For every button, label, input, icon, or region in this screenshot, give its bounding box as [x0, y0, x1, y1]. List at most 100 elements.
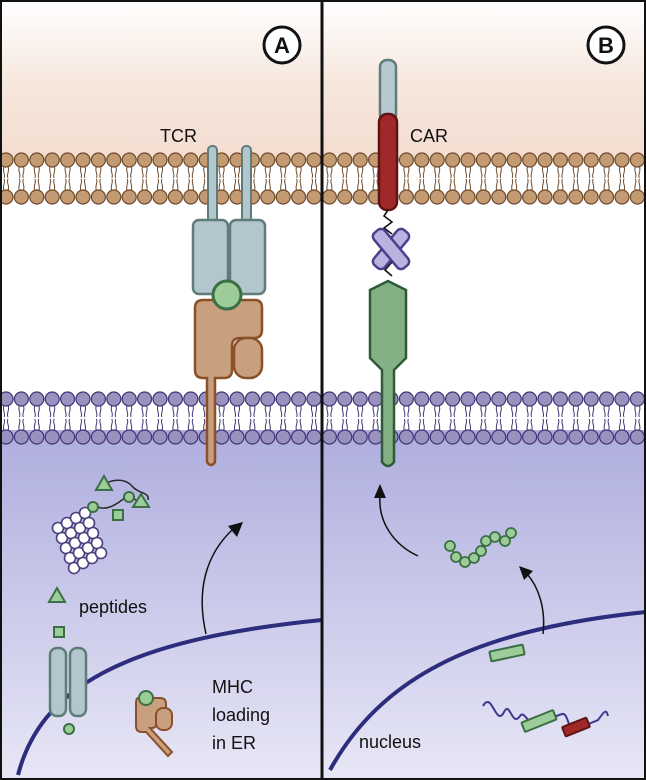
- amino-acid-bead: [450, 551, 462, 563]
- lipid-tail: [588, 404, 595, 418]
- lipid-head: [445, 152, 461, 168]
- lipid-head: [614, 189, 630, 205]
- lipid-tail: [310, 404, 318, 418]
- lipid-tail: [403, 404, 410, 418]
- car-protein-chain-icon: [444, 527, 517, 568]
- lipid-tail: [156, 404, 164, 418]
- lipid-tail: [264, 178, 271, 192]
- lipid-tail: [357, 418, 364, 432]
- lipid-tail: [172, 404, 179, 418]
- lipid-tail: [403, 165, 410, 179]
- lipid-head: [583, 429, 599, 445]
- lipid-tail: [541, 165, 549, 179]
- lipid-head: [137, 189, 153, 205]
- lipid-head: [214, 391, 230, 407]
- lipid-tail: [572, 418, 579, 432]
- lipid-tail: [618, 165, 626, 179]
- lipid-tail: [33, 418, 40, 432]
- lipid-tail: [326, 165, 333, 179]
- lipid-tail: [403, 178, 410, 192]
- peptide-square: [53, 626, 65, 638]
- lipid-head: [275, 152, 291, 168]
- proteasome-icon: [51, 506, 108, 575]
- lipid-head: [368, 429, 384, 445]
- lipid-head: [460, 429, 476, 445]
- lipid-head: [321, 391, 337, 407]
- lipid-head: [537, 391, 553, 407]
- lipid-tail: [310, 418, 318, 432]
- lipid-head: [59, 189, 76, 205]
- lipid-tail: [449, 404, 456, 418]
- lipid-head: [352, 189, 368, 205]
- lipid-tail: [110, 178, 117, 192]
- lipid-head: [598, 189, 615, 205]
- lipid-head: [306, 189, 322, 205]
- lipid-head: [429, 152, 445, 168]
- lipid-tail: [233, 418, 241, 432]
- lipid-tail: [603, 404, 610, 418]
- lipid-head: [614, 391, 630, 407]
- lipid-head: [29, 391, 45, 407]
- lipid-tail: [618, 418, 626, 432]
- lipid-head: [491, 189, 507, 205]
- lipid-tail: [280, 178, 287, 192]
- amino-acid-bead: [475, 545, 487, 557]
- lipid-head: [291, 152, 307, 168]
- lipid-tail: [2, 404, 10, 418]
- lipid-tail: [372, 418, 379, 432]
- car-signaling-domain: [368, 279, 408, 468]
- tap-transporter-icon: [48, 646, 88, 718]
- lipid-head: [614, 429, 630, 445]
- mhc-transport-arrow: [201, 522, 243, 635]
- lipid-head: [137, 429, 153, 445]
- peptide-chain-icon: [87, 473, 151, 521]
- lipid-head: [614, 152, 630, 168]
- lipid-head: [491, 429, 507, 445]
- lipid-head: [460, 189, 476, 205]
- lipid-head: [260, 152, 276, 168]
- panel-a-badge: A: [262, 25, 302, 65]
- lipid-head: [59, 152, 76, 168]
- lipid-tail: [418, 178, 425, 192]
- lipid-head: [475, 152, 491, 168]
- lipid-tail: [480, 165, 487, 179]
- lipid-head: [291, 391, 307, 407]
- lipid-head: [521, 429, 538, 445]
- lipid-head: [552, 152, 569, 168]
- lipid-head: [152, 152, 168, 168]
- lipid-tail: [295, 178, 302, 192]
- lipid-head: [106, 152, 122, 168]
- lipid-head: [598, 152, 615, 168]
- lipid-tail: [557, 418, 564, 432]
- lipid-tail: [49, 404, 56, 418]
- lipid-head: [337, 189, 353, 205]
- lipid-head: [75, 391, 91, 407]
- lipid-head: [106, 429, 122, 445]
- lipid-tail: [264, 404, 271, 418]
- lipid-head: [429, 429, 445, 445]
- lipid-tail: [33, 165, 40, 179]
- lipid-tail: [156, 178, 164, 192]
- mrna-icon: [482, 701, 609, 738]
- lipid-tail: [49, 178, 56, 192]
- lipid-tail: [233, 178, 241, 192]
- lipid-tail: [464, 178, 472, 192]
- lipid-head: [521, 189, 538, 205]
- translation-arrow: [519, 566, 545, 635]
- lipid-tail: [141, 165, 148, 179]
- lipid-tail: [434, 404, 441, 418]
- peptide-triangle: [47, 585, 67, 603]
- lipid-head: [429, 391, 445, 407]
- lipid-head: [59, 429, 76, 445]
- lipid-tail: [357, 165, 364, 179]
- lipid-tail: [79, 178, 87, 192]
- lipid-head: [460, 152, 476, 168]
- lipid-tail: [110, 404, 117, 418]
- lipid-head: [414, 152, 430, 168]
- lipid-head: [629, 391, 646, 407]
- lipid-tail: [2, 178, 10, 192]
- lipid-tail: [603, 418, 610, 432]
- lipid-tail: [18, 178, 25, 192]
- lipid-head: [291, 429, 307, 445]
- lipid-head: [44, 189, 60, 205]
